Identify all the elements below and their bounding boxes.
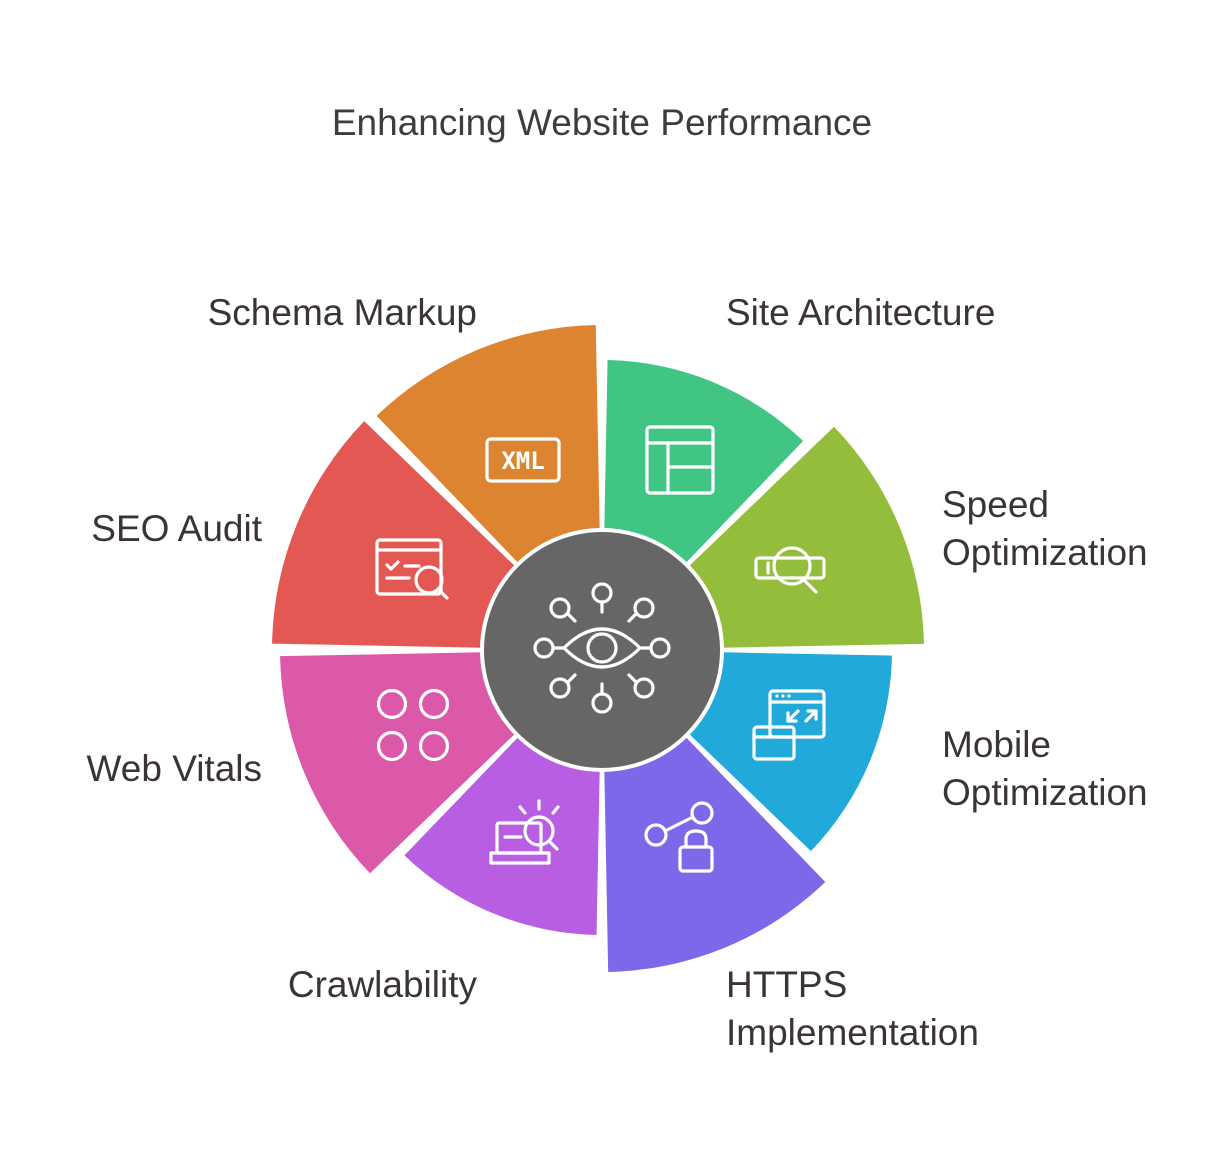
segments bbox=[272, 325, 924, 972]
segment-label-5: Crawlability bbox=[288, 964, 478, 1005]
segment-5 bbox=[404, 736, 600, 935]
segment-2 bbox=[688, 426, 924, 648]
layout-icon bbox=[645, 425, 715, 495]
segment-icons: XML bbox=[375, 425, 826, 873]
segment-6 bbox=[280, 652, 516, 874]
segment-3 bbox=[688, 652, 892, 852]
checklist-search-icon bbox=[375, 538, 449, 600]
four-circles-icon bbox=[376, 688, 450, 762]
center-hub bbox=[480, 528, 724, 772]
segment-label-8: Schema Markup bbox=[208, 292, 477, 333]
eye-network-icon bbox=[533, 582, 671, 714]
xml-icon: XML bbox=[485, 437, 561, 483]
segment-7 bbox=[272, 421, 516, 648]
segment-label-6: Web Vitals bbox=[87, 748, 263, 789]
share-lock-icon bbox=[644, 801, 714, 873]
segment-4 bbox=[604, 736, 826, 972]
speed-search-icon bbox=[754, 546, 826, 594]
responsive-windows-icon bbox=[752, 689, 826, 761]
segment-label-7: SEO Audit bbox=[91, 508, 262, 549]
xml-icon-text: XML bbox=[501, 447, 544, 475]
diagram-title: Enhancing Website Performance bbox=[332, 102, 872, 143]
segment-label-1: Site Architecture bbox=[726, 292, 995, 333]
segment-1 bbox=[604, 360, 804, 564]
laptop-search-icon bbox=[489, 799, 560, 865]
